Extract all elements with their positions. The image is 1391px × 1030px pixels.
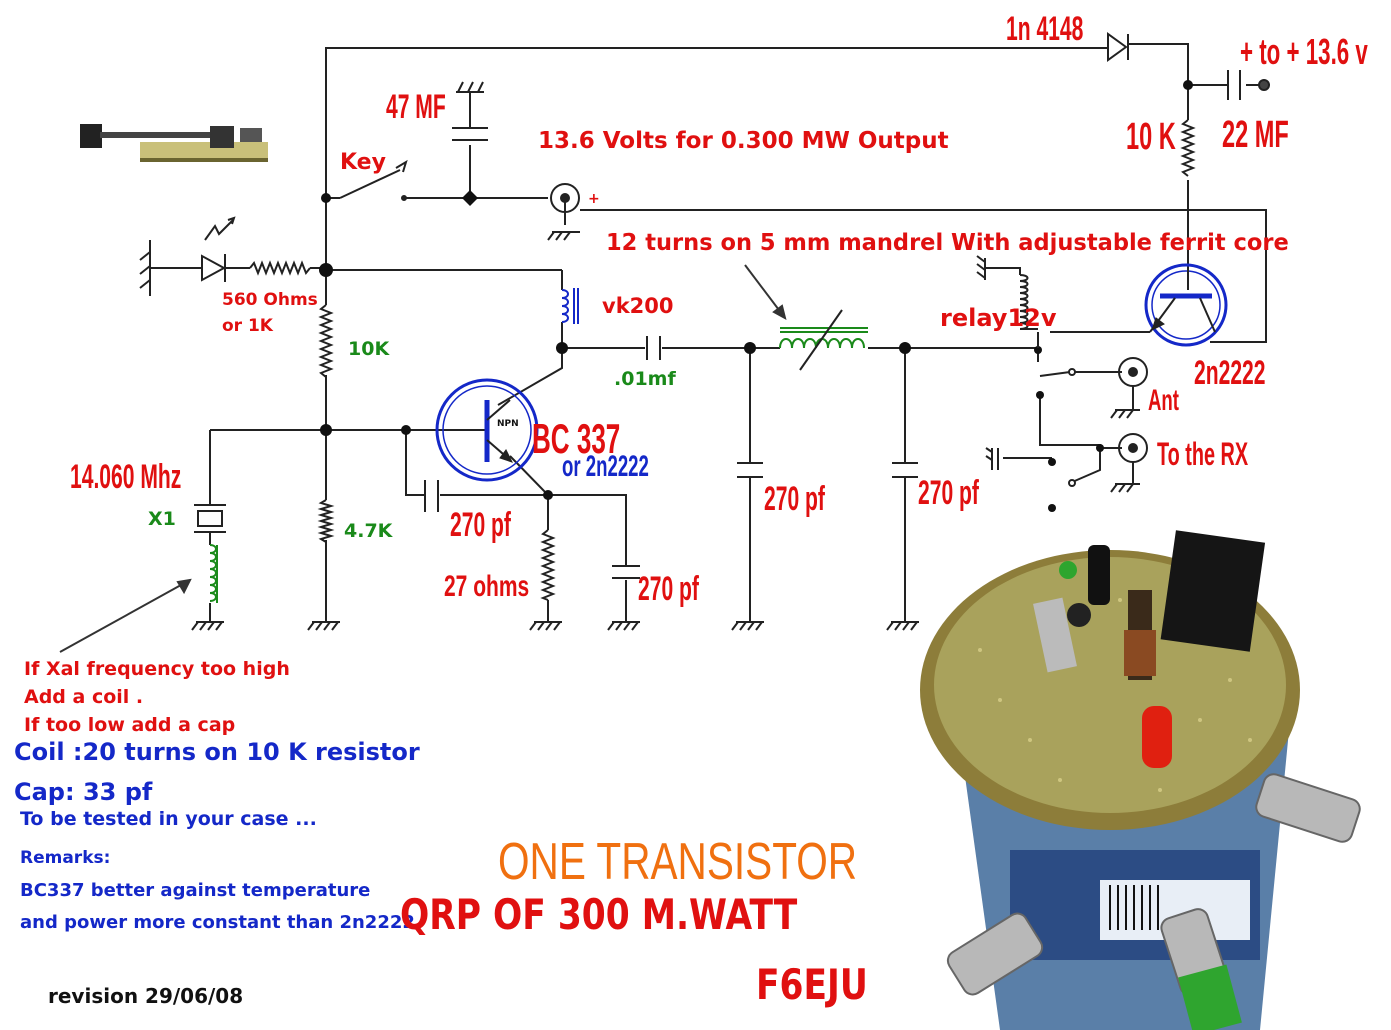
- resistor-10k: [318, 304, 334, 378]
- relay-contacts: [1068, 368, 1076, 487]
- output-test-connector: [547, 183, 580, 241]
- resistor-4-7k-label: 4.7K: [344, 520, 393, 542]
- resistor-27-ohms-label: 27 ohms: [444, 570, 530, 603]
- resistor-4-7k: [317, 499, 335, 543]
- capacitor-001-label: .01mf: [614, 368, 676, 390]
- key-line-to-2n2222: [580, 209, 1267, 343]
- resistor-560-ohms: [249, 260, 311, 276]
- remarks-heading: Remarks:: [20, 848, 111, 868]
- svg-text:+: +: [588, 191, 600, 207]
- rx-label: To the RX: [1157, 436, 1249, 472]
- note-add-coil: Add a coil .: [24, 686, 144, 708]
- note-coil-spec: Coil :20 turns on 10 K resistor: [14, 738, 420, 766]
- capacitor-22mf: [1227, 70, 1270, 100]
- transistor-bc337-label: BC 337: [532, 415, 621, 462]
- vk200-label: vk200: [602, 294, 674, 318]
- capacitor-270pf-base: [424, 480, 439, 512]
- capacitor-270pf-emitter-label: 270 pf: [638, 570, 699, 608]
- callsign: F6EJU: [756, 960, 868, 1009]
- capacitor-0-01mf: [646, 336, 661, 360]
- circuit-board-photo: [920, 530, 1361, 1030]
- ant-label: Ant: [1148, 384, 1179, 417]
- capacitor-270pf-pi-in: [737, 462, 763, 478]
- key-switch: [339, 159, 408, 201]
- tank-coil-12-turns: [779, 327, 868, 349]
- diode-1n4148: [1107, 32, 1129, 62]
- capacitor-270pf-emitter: [612, 565, 640, 579]
- note-cap-spec: Cap: 33 pf: [14, 778, 153, 806]
- coil-spec-note: 12 turns on 5 mm mandrel With adjustable…: [606, 230, 1289, 256]
- resistor-10k-top: [1180, 119, 1196, 177]
- trim-coil: [209, 544, 218, 603]
- rx-connector: [1118, 433, 1148, 484]
- supply-label: + to + 13.6 v: [1240, 31, 1368, 72]
- note-add-cap: If too low add a cap: [24, 714, 236, 736]
- relay-label: relay12v: [940, 304, 1057, 332]
- transistor-2n2222-label: 2n2222: [1194, 354, 1266, 392]
- note-tested: To be tested in your case ...: [20, 808, 317, 830]
- capacitor-270pf-pi-in-label: 270 pf: [764, 480, 825, 518]
- capacitor-270pf-pi-out-label: 270 pf: [918, 474, 979, 512]
- capacitor-270pf-base-label: 270 pf: [450, 506, 511, 544]
- diode-label: 1n 4148: [1006, 10, 1084, 48]
- note-xal-high: If Xal frequency too high: [24, 658, 290, 680]
- key-label: Key: [340, 150, 386, 175]
- remark-line-2: and power more constant than 2n2222: [20, 912, 415, 933]
- resistor-560-label: 560 Ohms: [222, 290, 318, 310]
- resistor-27-ohms: [540, 529, 556, 601]
- relay-coil: [1019, 274, 1039, 348]
- morse-key-picture: [80, 124, 268, 162]
- capacitor-47mf: [452, 81, 488, 141]
- resistor-560-alt-label: or 1K: [222, 316, 273, 336]
- crystal-label: X1: [148, 508, 176, 530]
- title-qrp: QRP OF 300 M.WATT: [400, 890, 798, 939]
- antenna-connector: [1118, 357, 1148, 410]
- choke-vk200: [561, 288, 579, 324]
- resistor-10k-top-label: 10 K: [1126, 116, 1176, 158]
- cap47-label: 47 MF: [386, 88, 446, 126]
- revision-note: revision 29/06/08: [48, 984, 244, 1008]
- resistor-10k-label: 10K: [348, 338, 390, 360]
- capacitor-270pf-pi-out: [892, 462, 918, 478]
- transistor-2n2222: [1144, 263, 1228, 347]
- npn-marking-bc337: NPN: [497, 419, 519, 429]
- title-one-transistor: ONE TRANSISTOR: [498, 833, 858, 891]
- crystal-x1: [194, 504, 226, 533]
- led-indicator: [139, 216, 236, 296]
- transistor-bc337-alt-label: or 2n2222: [562, 450, 649, 483]
- power-note: 13.6 Volts for 0.300 MW Output: [538, 128, 949, 154]
- remark-line-1: BC337 better against temperature: [20, 880, 371, 901]
- cap22-label: 22 MF: [1222, 114, 1289, 156]
- diode-output-wire: [1128, 43, 1228, 86]
- ground-symbols: [191, 255, 1140, 631]
- frequency-label: 14.060 Mhz: [70, 458, 182, 496]
- transistor-bc337: [435, 378, 539, 482]
